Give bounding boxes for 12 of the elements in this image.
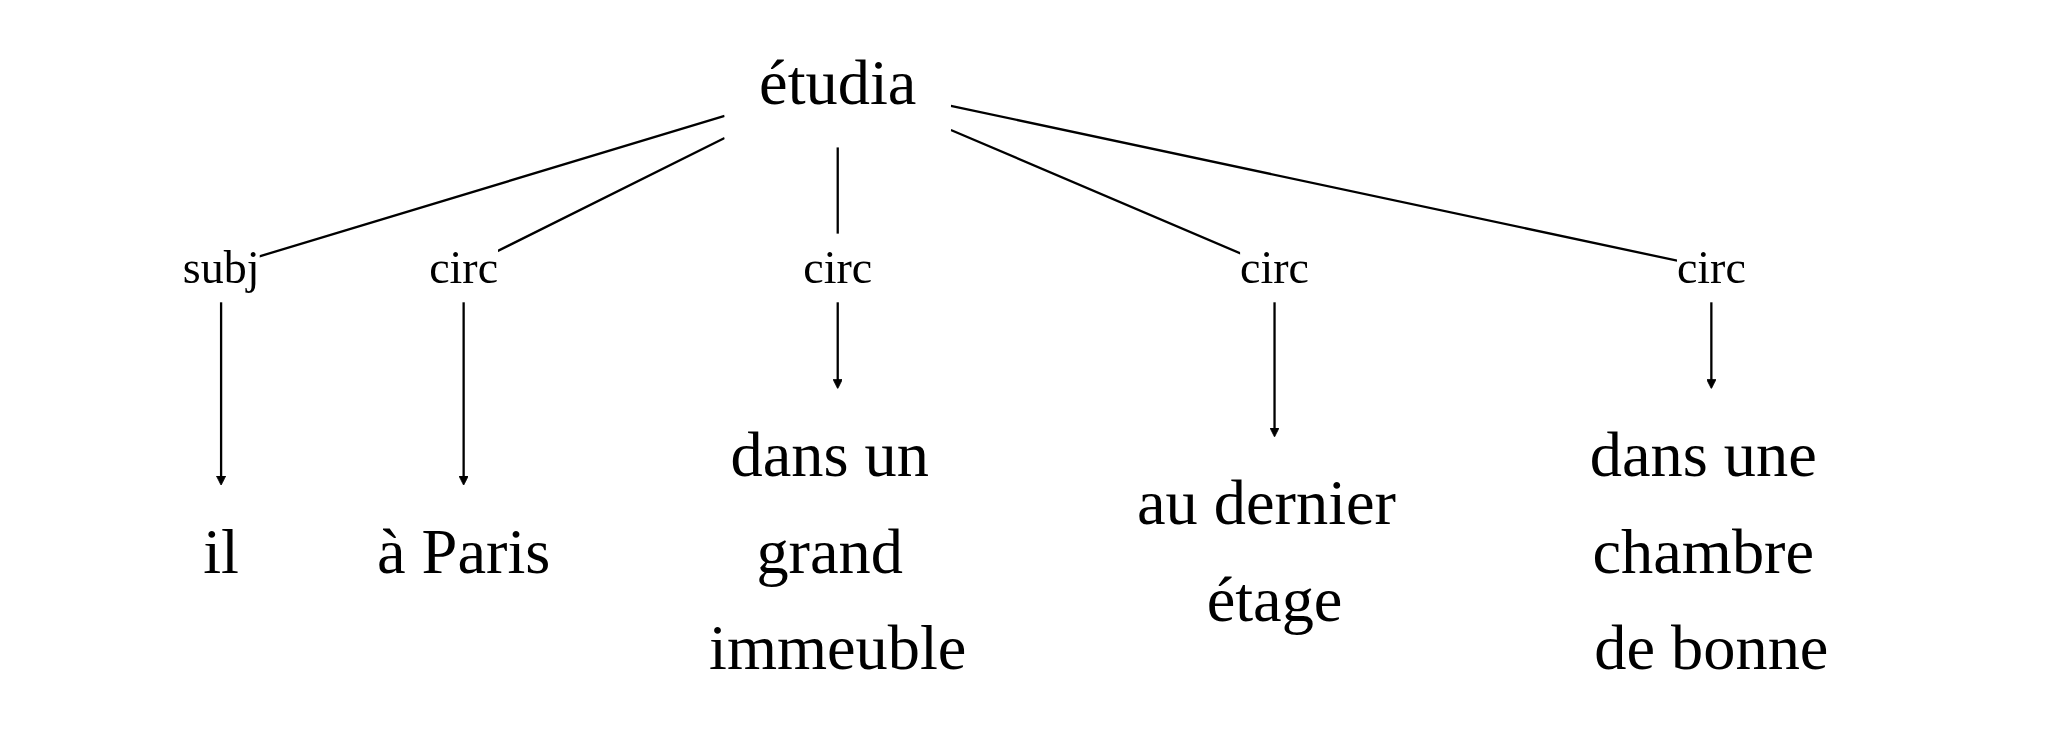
node-text: dans un grand immeuble xyxy=(708,418,967,683)
edge-label: subj xyxy=(182,241,260,294)
node-text: étudia xyxy=(759,46,917,118)
edge-label: circ xyxy=(429,241,499,294)
node-text: au dernier étage xyxy=(1136,466,1397,635)
arrow xyxy=(950,104,1717,390)
node-text: dans une chambre de bonne xyxy=(1589,418,1829,683)
edge-label: circ xyxy=(803,241,873,294)
node-text: il xyxy=(203,515,239,587)
edge-label: circ xyxy=(1240,241,1309,294)
edge-label: circ xyxy=(1676,241,1746,294)
node-text: à Paris xyxy=(376,515,551,587)
